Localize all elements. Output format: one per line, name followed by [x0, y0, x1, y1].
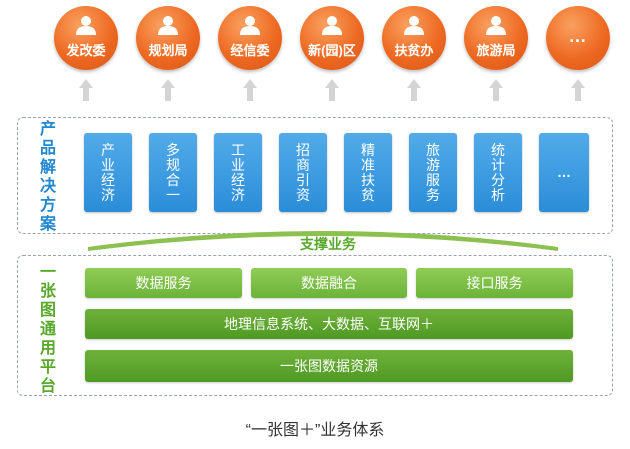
entity-circle: 发改委 [54, 6, 118, 70]
support-arc [88, 231, 558, 251]
entity-circle: 经信委 [218, 6, 282, 70]
product-card[interactable]: 旅游服务 [409, 133, 457, 212]
data-service-bar[interactable]: 数据服务 [85, 268, 242, 298]
product-card-label: 产业经济 [101, 141, 115, 203]
up-arrow-icon [325, 79, 339, 101]
support-label: 支撑业务 [300, 236, 356, 252]
person-icon [240, 16, 260, 35]
entity-label: 旅游局 [476, 43, 516, 58]
product-card[interactable]: 招商引资 [279, 133, 327, 212]
product-card-label: 多规合一 [166, 141, 180, 203]
product-card[interactable]: 统计分析 [474, 133, 522, 212]
product-card[interactable]: 精准扶贫 [344, 133, 392, 212]
entity-circle: 旅游局 [464, 6, 528, 70]
entity-label: 发改委 [66, 43, 106, 58]
entity-circle: 新(园)区 [300, 6, 364, 70]
figure-caption: “一张图＋”业务体系 [245, 422, 385, 439]
person-icon [158, 16, 178, 35]
gis-bigdata-internet-bar[interactable]: 地理信息系统、大数据、互联网＋ [85, 309, 573, 339]
product-card-label: 统计分析 [491, 141, 505, 203]
person-icon [322, 16, 342, 35]
up-arrow-icon [161, 79, 175, 101]
up-arrow-icon [489, 79, 503, 101]
person-icon [76, 16, 96, 35]
map-data-resource-bar[interactable]: 一张图数据资源 [85, 350, 573, 382]
product-card-label: … [557, 164, 571, 180]
entity-label: 扶贫办 [394, 43, 434, 58]
entity-label: 经信委 [230, 43, 270, 58]
platform-title: 一张图通用平台 [39, 264, 56, 395]
entity-circle: 规划局 [136, 6, 200, 70]
person-icon [486, 16, 506, 35]
product-card-label: 旅游服务 [426, 141, 440, 203]
up-arrow-icon [79, 79, 93, 101]
product-card-label: 招商引资 [296, 141, 310, 203]
product-card-label: 精准扶贫 [361, 141, 375, 203]
entity-row: 发改委 规划局 经信委 新(园)区 扶贫办 旅游局 … [54, 6, 624, 72]
product-card[interactable]: 多规合一 [149, 133, 197, 212]
product-card[interactable]: 工业经济 [214, 133, 262, 212]
entity-label: 新(园)区 [308, 43, 356, 58]
product-card[interactable]: 产业经济 [84, 133, 132, 212]
interface-service-bar[interactable]: 接口服务 [416, 268, 573, 298]
up-arrow-icon [243, 79, 257, 101]
up-arrow-icon [407, 79, 421, 101]
entity-circle-more: … [546, 6, 610, 70]
up-arrow-icon [571, 79, 585, 101]
person-icon [404, 16, 424, 35]
ellipsis-label: … [568, 26, 588, 46]
product-card-label: 工业经济 [231, 141, 245, 203]
product-card-more[interactable]: … [539, 133, 589, 212]
entity-label: 规划局 [148, 43, 188, 58]
entity-circle: 扶贫办 [382, 6, 446, 70]
data-fusion-bar[interactable]: 数据融合 [251, 268, 407, 298]
product-solutions-title: 产品解决方案 [39, 121, 56, 233]
